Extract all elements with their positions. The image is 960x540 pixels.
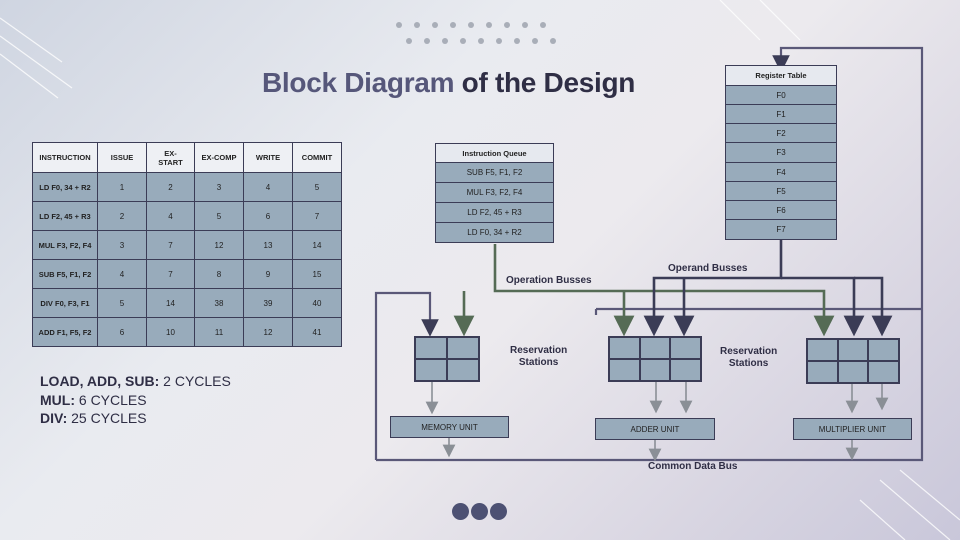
cell-commit: 14 [292,230,342,260]
table-header-row: INSTRUCTION ISSUE EX-START EX-COMP WRITE… [32,142,342,173]
register-entry: F6 [725,200,837,220]
cell-ex-comp: 5 [194,201,244,231]
register-entry: F7 [725,219,837,240]
col-header-write: WRITE [243,142,293,173]
cell-instruction: ADD F1, F5, F2 [32,317,98,347]
operand-bus-line [643,240,783,337]
cell-instruction: LD F2, 45 + R3 [32,201,98,231]
common-data-bus-label: Common Data Bus [648,461,738,472]
cell-instruction: SUB F5, F1, F2 [32,259,98,289]
instruction-queue-title: Instruction Queue [435,143,554,163]
register-entry: F4 [725,162,837,182]
cell-ex-comp: 3 [194,172,244,202]
queue-entry: LD F0, 34 + R2 [435,222,554,243]
cell-write: 9 [243,259,293,289]
operation-bus-line [493,244,835,337]
cell-ex-comp: 12 [194,230,244,260]
cell-ex-start: 7 [146,259,195,289]
queue-entry: LD F2, 45 + R3 [435,202,554,223]
memory-unit: MEMORY UNIT [390,416,509,438]
cell-write: 4 [243,172,293,202]
cycle-line: LOAD, ADD, SUB: 2 CYCLES [40,373,231,389]
col-header-issue: ISSUE [97,142,147,173]
adder-reservation-station [608,336,702,382]
cell-commit: 41 [292,317,342,347]
common-data-bus-line [374,291,439,460]
register-entry: F2 [725,123,837,143]
cell-issue: 3 [97,230,147,260]
cell-instruction: MUL F3, F2, F4 [32,230,98,260]
cell-commit: 15 [292,259,342,289]
reservation-stations-label: Reservation Stations [510,345,568,368]
cell-issue: 5 [97,288,147,318]
cell-ex-comp: 11 [194,317,244,347]
instruction-schedule-table: INSTRUCTION ISSUE EX-START EX-COMP WRITE… [32,142,342,347]
cell-ex-start: 10 [146,317,195,347]
page-title: Block Diagram of the Design [262,67,635,99]
multiplier-reservation-station [806,338,900,384]
register-table-title: Register Table [725,65,837,86]
cell-ex-comp: 8 [194,259,244,289]
cycle-line: MUL: 6 CYCLES [40,391,147,408]
col-header-instruction: INSTRUCTION [32,142,98,173]
cycle-latencies: LOAD, ADD, SUB: 2 CYCLES MUL: 6 CYCLES D… [40,372,231,428]
operation-busses-label: Operation Busses [506,275,592,286]
cell-ex-start: 2 [146,172,195,202]
cell-issue: 6 [97,317,147,347]
multiplier-unit: MULTIPLIER UNIT [793,418,912,440]
cell-ex-comp: 38 [194,288,244,318]
reservation-stations-label: Reservation Stations [720,346,778,369]
memory-reservation-station [414,336,480,382]
cycle-line: DIV: 25 CYCLES [40,410,147,426]
register-entry: F0 [725,85,837,105]
cell-commit: 40 [292,288,342,318]
adder-unit: ADDER UNIT [595,418,715,440]
queue-entry: MUL F3, F2, F4 [435,182,554,203]
register-entry: F3 [725,142,837,163]
queue-entry: SUB F5, F1, F2 [435,162,554,183]
cell-write: 13 [243,230,293,260]
cell-write: 39 [243,288,293,318]
cell-issue: 4 [97,259,147,289]
cell-ex-start: 14 [146,288,195,318]
cell-write: 6 [243,201,293,231]
operand-busses-label: Operand Busses [668,263,748,274]
register-entry: F5 [725,181,837,201]
title-highlight: Block Diagram [262,67,455,98]
title-rest: of the Design [454,67,636,98]
col-header-commit: COMMIT [292,142,342,173]
register-entry: F1 [725,104,837,124]
